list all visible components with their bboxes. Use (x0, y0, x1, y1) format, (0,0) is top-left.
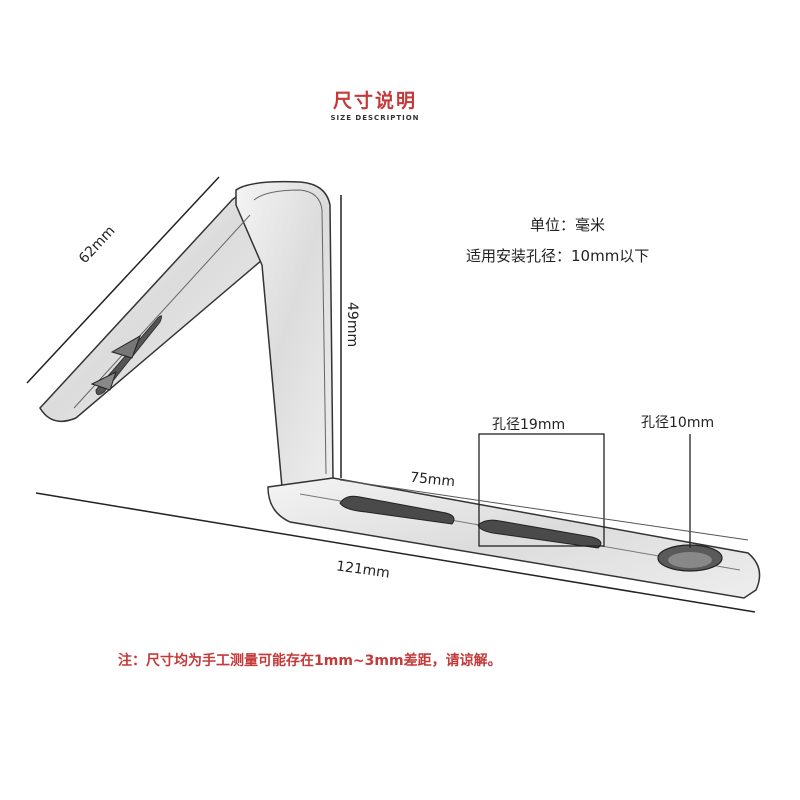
page-title: 尺寸说明 (332, 90, 417, 112)
slot-hole-callout (478, 433, 605, 547)
measurement-note: 注：尺寸均为手工测量可能存在1mm~3mm差距，请谅解。 (118, 653, 502, 669)
base-slot-2 (477, 519, 602, 549)
dim-line-angled-arm (26, 176, 220, 384)
dim-label-vertical: 49mm (344, 302, 360, 348)
round-hole (657, 544, 723, 572)
dim-line-slot-span (339, 479, 749, 541)
base-slot-1 (339, 495, 455, 525)
page-subtitle: SIZE DESCRIPTION (330, 114, 420, 122)
bolt-icon (90, 334, 141, 391)
dim-label-slot-hole: 孔径19mm (492, 417, 566, 433)
dim-line-total-length (35, 492, 756, 613)
dim-label-round-hole: 孔径10mm (641, 415, 715, 431)
bracket-body (39, 180, 761, 599)
hole-range-spec: 适用安装孔径：10mm以下 (466, 247, 650, 265)
unit-spec: 单位：毫米 (530, 216, 606, 234)
